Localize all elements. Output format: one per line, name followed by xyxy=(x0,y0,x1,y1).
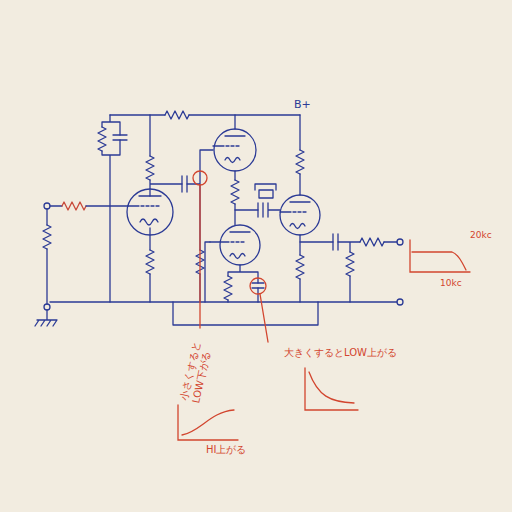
wire xyxy=(300,242,397,302)
frequency-label: 10kc xyxy=(440,278,462,288)
input-terminal xyxy=(44,304,50,310)
output-terminal xyxy=(397,299,403,305)
capacitor-symbol xyxy=(113,135,127,140)
capacitor-symbol xyxy=(252,283,264,288)
wire xyxy=(235,203,280,217)
rc-network xyxy=(255,184,276,198)
resistor-symbol xyxy=(360,238,384,246)
ground-symbol xyxy=(35,310,57,326)
triode-tube xyxy=(220,225,260,265)
graph-axes xyxy=(178,405,238,440)
resistor-symbol xyxy=(146,250,154,274)
resistor-symbol xyxy=(231,180,239,204)
wire xyxy=(86,205,128,206)
supply-label: B+ xyxy=(294,99,311,112)
wire xyxy=(205,242,210,302)
wire xyxy=(102,115,120,135)
resistor-symbol xyxy=(165,111,189,119)
graph-axes xyxy=(410,240,470,272)
resistor-symbol xyxy=(224,276,232,300)
red-annotations xyxy=(178,171,470,440)
triode-tube xyxy=(280,195,320,235)
wire xyxy=(150,115,182,196)
tube-elements xyxy=(210,232,250,259)
response-curve xyxy=(412,252,466,270)
resistor-symbol xyxy=(146,156,154,180)
output-terminal xyxy=(397,239,403,245)
annotation-note: 大きくするとLOW上がる xyxy=(284,347,397,359)
resistor-symbol xyxy=(296,255,304,279)
wire xyxy=(149,228,150,302)
leader-line xyxy=(199,185,200,328)
highlight-circle xyxy=(193,171,207,185)
wire xyxy=(299,115,300,302)
frequency-label: 20kc xyxy=(470,230,492,240)
highlight-circle xyxy=(250,278,266,294)
wire xyxy=(46,209,47,225)
capacitor-symbol xyxy=(333,234,338,250)
tube-elements xyxy=(280,202,310,229)
wire xyxy=(50,205,62,206)
triode-tube xyxy=(214,129,256,171)
resistor-symbol xyxy=(98,127,106,151)
ground-rail xyxy=(50,301,397,302)
ink-wiring xyxy=(35,111,403,326)
wire xyxy=(173,302,318,325)
leader-line xyxy=(260,294,268,342)
graph-axes xyxy=(305,368,358,410)
b-plus-rail xyxy=(110,114,300,115)
wire xyxy=(46,249,47,304)
wire xyxy=(234,115,235,225)
resistor-symbol xyxy=(346,252,354,276)
input-terminal xyxy=(44,203,50,209)
resistor-symbol xyxy=(62,202,86,210)
wire xyxy=(102,140,120,302)
response-curve xyxy=(309,372,354,403)
tube-elements xyxy=(128,196,161,225)
tube-elements xyxy=(213,136,245,163)
capacitor-symbol xyxy=(182,176,187,192)
annotation-note: HI上がる xyxy=(206,444,246,456)
response-curve xyxy=(182,410,234,435)
capacitor-symbol xyxy=(257,203,258,217)
resistor-symbol xyxy=(296,150,304,174)
resistor-symbol xyxy=(43,225,51,249)
